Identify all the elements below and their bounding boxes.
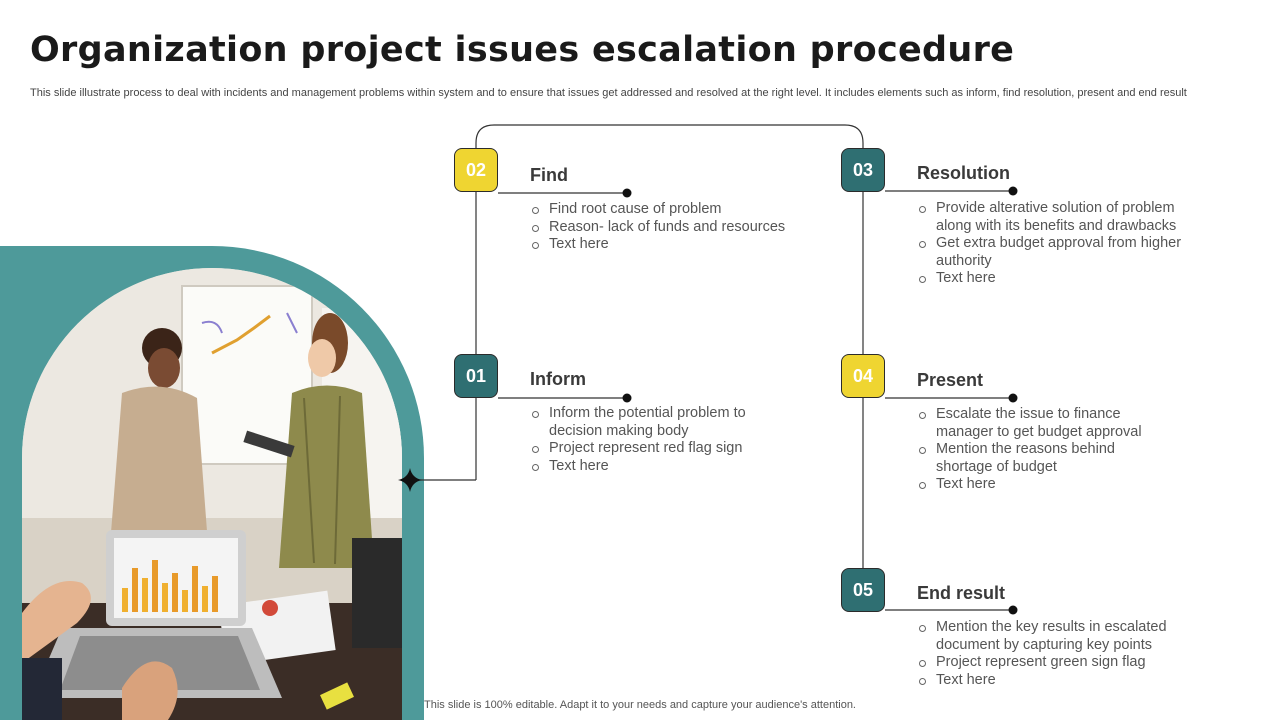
step-bullets-present: Escalate the issue to finance manager to… — [917, 406, 1157, 494]
step-badge-02: 02 — [454, 148, 498, 192]
step-bullets-end-result: Mention the key results in escalated doc… — [917, 619, 1187, 689]
list-item: Text here — [530, 458, 780, 476]
list-item: Project represent red flag sign — [530, 440, 780, 458]
list-item: Text here — [917, 672, 1187, 690]
step-badge-01: 01 — [454, 354, 498, 398]
photo-frame — [0, 246, 424, 720]
step-bullets-resolution: Provide alterative solution of problem a… — [917, 200, 1207, 288]
connector-dot — [1008, 186, 1018, 196]
list-item: Mention the reasons behind shortage of b… — [917, 441, 1157, 476]
list-item: Find root cause of problem — [530, 201, 820, 219]
step-bullets-inform: Inform the potential problem to decision… — [530, 405, 780, 475]
list-item: Mention the key results in escalated doc… — [917, 619, 1187, 654]
list-item: Inform the potential problem to decision… — [530, 405, 780, 440]
step-title-resolution: Resolution — [917, 163, 1010, 183]
list-item: Escalate the issue to finance manager to… — [917, 406, 1157, 441]
connector-dot — [1008, 605, 1018, 615]
page-subtitle: This slide illustrate process to deal wi… — [30, 87, 1187, 99]
step-bullets-find: Find root cause of problem Reason- lack … — [530, 201, 820, 254]
list-item: Text here — [530, 236, 820, 254]
connector-dot — [622, 393, 632, 403]
page-title: Organization project issues escalation p… — [30, 30, 1015, 70]
meeting-photo — [22, 268, 402, 720]
connector-dot — [1008, 393, 1018, 403]
step-badge-03: 03 — [841, 148, 885, 192]
list-item: Get extra budget approval from higher au… — [917, 235, 1207, 270]
footer-note: This slide is 100% editable. Adapt it to… — [424, 699, 856, 711]
step-title-present: Present — [917, 370, 984, 390]
connector-dot — [622, 188, 632, 198]
list-item: Reason- lack of funds and resources — [530, 219, 820, 237]
list-item: Text here — [917, 476, 1157, 494]
list-item: Project represent green sign flag — [917, 654, 1187, 672]
step-badge-04: 04 — [841, 354, 885, 398]
step-title-find: Find — [530, 165, 568, 185]
step-title-inform: Inform — [530, 369, 586, 389]
step-title-end-result: End result — [917, 583, 1006, 603]
step-badge-05: 05 — [841, 568, 885, 612]
list-item: Text here — [917, 270, 1207, 288]
list-item: Provide alterative solution of problem a… — [917, 200, 1207, 235]
